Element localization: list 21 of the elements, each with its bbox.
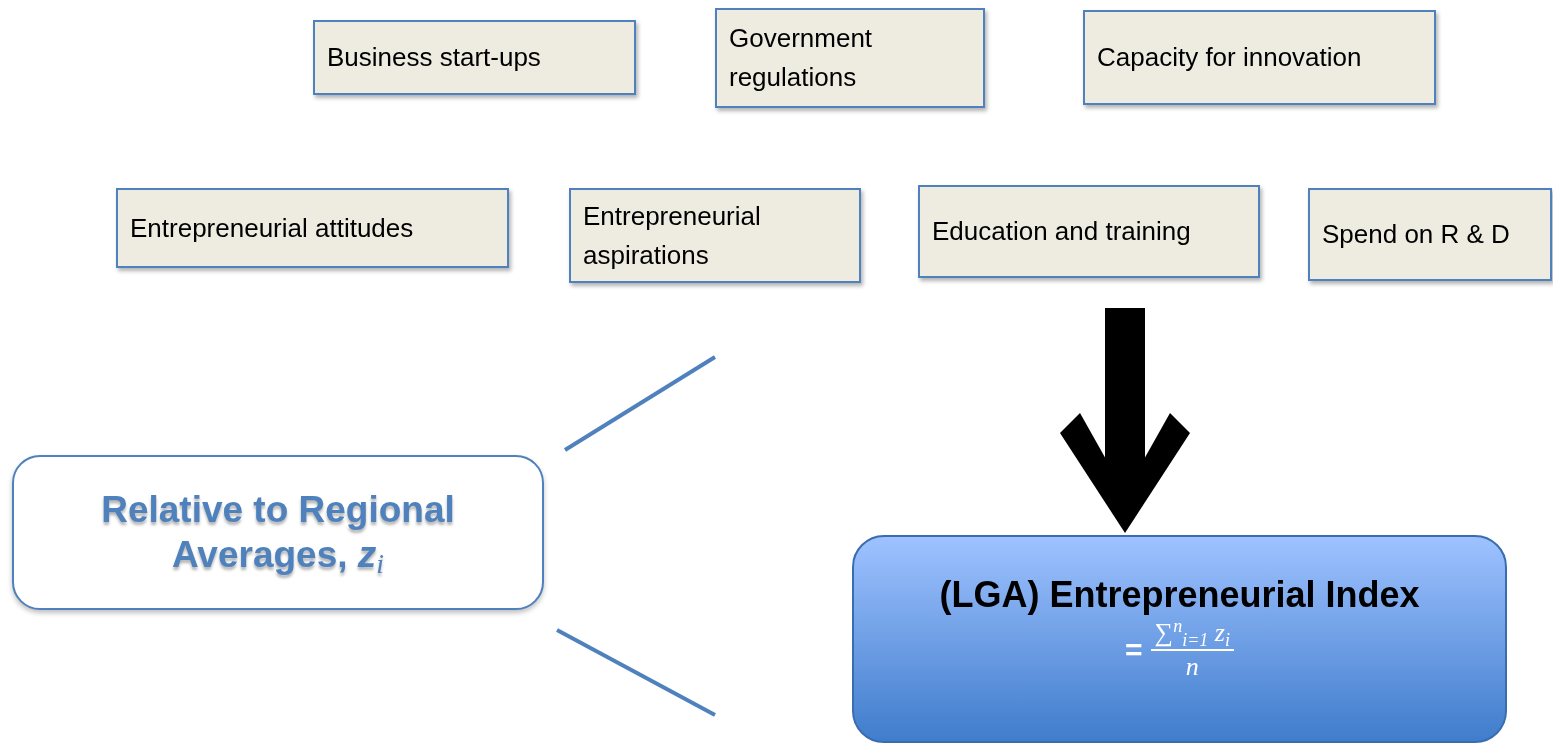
box-label: Spend on R & D xyxy=(1322,218,1510,251)
index-box xyxy=(852,535,1507,743)
factor-box xyxy=(313,20,636,95)
box-title: Relative to Regional Averages, z$_{i}$ xyxy=(100,488,456,577)
factor-box xyxy=(918,185,1260,278)
factor-box xyxy=(715,8,985,108)
box-label: Business start-ups xyxy=(327,41,541,74)
equals-sign: = xyxy=(1125,632,1143,668)
factor-box xyxy=(1308,188,1552,281)
box-label: Government regulations xyxy=(729,22,874,94)
formula-numerator: ∑$^{n}$$_{i=1}$ z$_{i}$ xyxy=(1150,617,1234,651)
box-label: Entrepreneurial aspirations xyxy=(583,199,762,272)
box-label: Education and training xyxy=(932,215,1191,248)
rounded-box xyxy=(12,455,544,610)
formula-denominator: n xyxy=(1185,650,1199,682)
factor-box xyxy=(116,188,509,268)
box-label: Capacity for innovation xyxy=(1097,41,1362,74)
box-label: Entrepreneurial attitudes xyxy=(130,211,414,245)
factor-box xyxy=(569,188,861,283)
factor-box xyxy=(1083,10,1436,105)
box-title: (LGA) Entrepreneurial Index xyxy=(939,573,1420,618)
